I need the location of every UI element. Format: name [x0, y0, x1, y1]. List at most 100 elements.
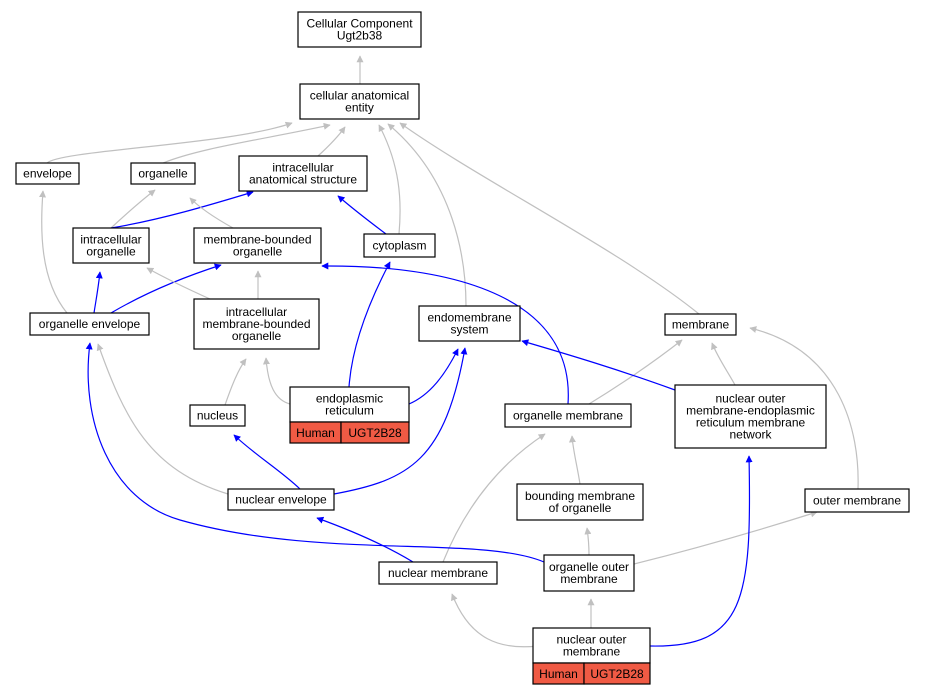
- term-node-nuclear-membrane[interactable]: nuclear membrane: [378, 561, 498, 585]
- term-node-outer-membrane[interactable]: outer membrane: [804, 488, 910, 513]
- term-label: intracellular: [80, 233, 141, 247]
- edge-part-of-nuclear-envelope: [233, 434, 301, 490]
- is-a-arrow: [189, 197, 234, 229]
- edge-is-a-nuclear-membrane: [442, 433, 546, 563]
- edge-part-of-organelle-envelope: [110, 263, 222, 314]
- term-label: nuclear membrane: [388, 566, 488, 580]
- term-label: intracellular: [272, 161, 333, 175]
- gene-label[interactable]: UGT2B28: [590, 667, 644, 681]
- term-label: organelle: [233, 245, 283, 259]
- is-a-arrow: [588, 339, 683, 405]
- edge-layer: [39, 55, 859, 648]
- term-label: reticulum: [325, 404, 374, 418]
- term-label: cytoplasm: [372, 239, 426, 253]
- part-of-arrow: [333, 347, 468, 495]
- is-a-arrow: [749, 326, 859, 490]
- edge-part-of-nuclear-envelope: [333, 347, 468, 495]
- gene-label[interactable]: UGT2B28: [348, 426, 402, 440]
- edge-is-a-organelle-envelope: [39, 190, 68, 314]
- term-box: [504, 403, 632, 428]
- part-of-arrow: [321, 262, 569, 405]
- term-label: envelope: [23, 167, 72, 181]
- is-a-arrow: [317, 126, 346, 157]
- edge-is-a-nuclear-outer-membrane-er-network: [711, 342, 736, 386]
- term-label: nuclear outer: [715, 392, 785, 406]
- term-node-nuclear-envelope[interactable]: nuclear envelope: [227, 488, 335, 511]
- term-label: intracellular: [226, 305, 287, 319]
- term-label: organelle: [86, 245, 136, 259]
- is-a-arrow: [442, 433, 546, 563]
- term-node-organelle-membrane[interactable]: organelle membrane: [504, 403, 632, 428]
- term-label: bounding membrane: [525, 489, 635, 503]
- term-label: Cellular Component: [306, 17, 413, 31]
- edge-part-of-endoplasmic-reticulum: [408, 348, 459, 405]
- term-label: Ugt2b38: [337, 29, 383, 43]
- term-label: membrane-bounded: [202, 317, 310, 331]
- term-label: nuclear outer: [556, 633, 626, 647]
- term-node-cytoplasm[interactable]: cytoplasm: [363, 233, 436, 258]
- term-node-envelope[interactable]: envelope: [15, 162, 80, 185]
- term-box: [130, 162, 196, 185]
- is-a-arrow: [46, 121, 293, 164]
- term-label: organelle membrane: [513, 409, 623, 423]
- is-a-arrow: [146, 267, 211, 300]
- term-node-nucleus[interactable]: nucleus: [189, 404, 246, 427]
- edge-part-of-cytoplasm: [337, 195, 387, 235]
- term-label: system: [450, 323, 488, 337]
- edge-part-of-nuclear-outer-membrane: [649, 455, 753, 647]
- term-box: [15, 162, 80, 185]
- term-node-organelle[interactable]: organelle: [130, 162, 196, 185]
- is-a-arrow: [711, 342, 736, 386]
- term-box: [193, 227, 322, 264]
- term-label: anatomical structure: [249, 173, 357, 187]
- species-label: Human: [296, 426, 335, 440]
- edge-is-a-organelle-membrane: [588, 339, 683, 405]
- edge-is-a-organelle: [162, 122, 331, 164]
- is-a-arrow: [162, 122, 331, 164]
- term-node-organelle-envelope[interactable]: organelle envelope: [29, 312, 150, 336]
- is-a-arrow: [584, 527, 592, 556]
- term-box: [29, 312, 150, 336]
- term-node-nuclear-outer-membrane-er-network[interactable]: nuclear outermembrane-endoplasmicreticul…: [674, 384, 827, 449]
- term-label: endoplasmic: [316, 392, 383, 406]
- term-label: endomembrane: [427, 311, 511, 325]
- term-label: membrane: [563, 645, 621, 659]
- term-label: organelle envelope: [39, 317, 141, 331]
- annotation-badge: Human UGT2B28: [289, 421, 410, 444]
- edge-part-of-organelle-membrane: [321, 262, 569, 405]
- is-a-arrow: [633, 510, 818, 565]
- term-label: cellular anatomical: [310, 89, 409, 103]
- term-label: outer membrane: [813, 494, 901, 508]
- term-box: [72, 227, 150, 264]
- part-of-arrow: [521, 339, 676, 391]
- part-of-arrow: [233, 434, 301, 490]
- is-a-arrow: [96, 343, 229, 495]
- term-box: [674, 384, 827, 449]
- term-label: membrane-bounded: [203, 233, 311, 247]
- edge-is-a-membrane: [399, 122, 700, 315]
- term-box: [238, 155, 368, 192]
- is-a-arrow: [110, 189, 156, 229]
- part-of-arrow: [110, 190, 254, 229]
- term-node-membrane[interactable]: membrane: [664, 313, 737, 336]
- term-box: [289, 386, 410, 423]
- part-of-arrow: [316, 516, 414, 563]
- term-label: entity: [345, 101, 374, 115]
- edge-part-of-endoplasmic-reticulum: [348, 261, 391, 388]
- is-a-arrow: [39, 190, 68, 314]
- edge-part-of-nuclear-outer-membrane-er-network: [521, 339, 676, 391]
- term-label: membrane: [560, 572, 618, 586]
- edge-is-a-membrane-bounded-organelle: [189, 197, 234, 229]
